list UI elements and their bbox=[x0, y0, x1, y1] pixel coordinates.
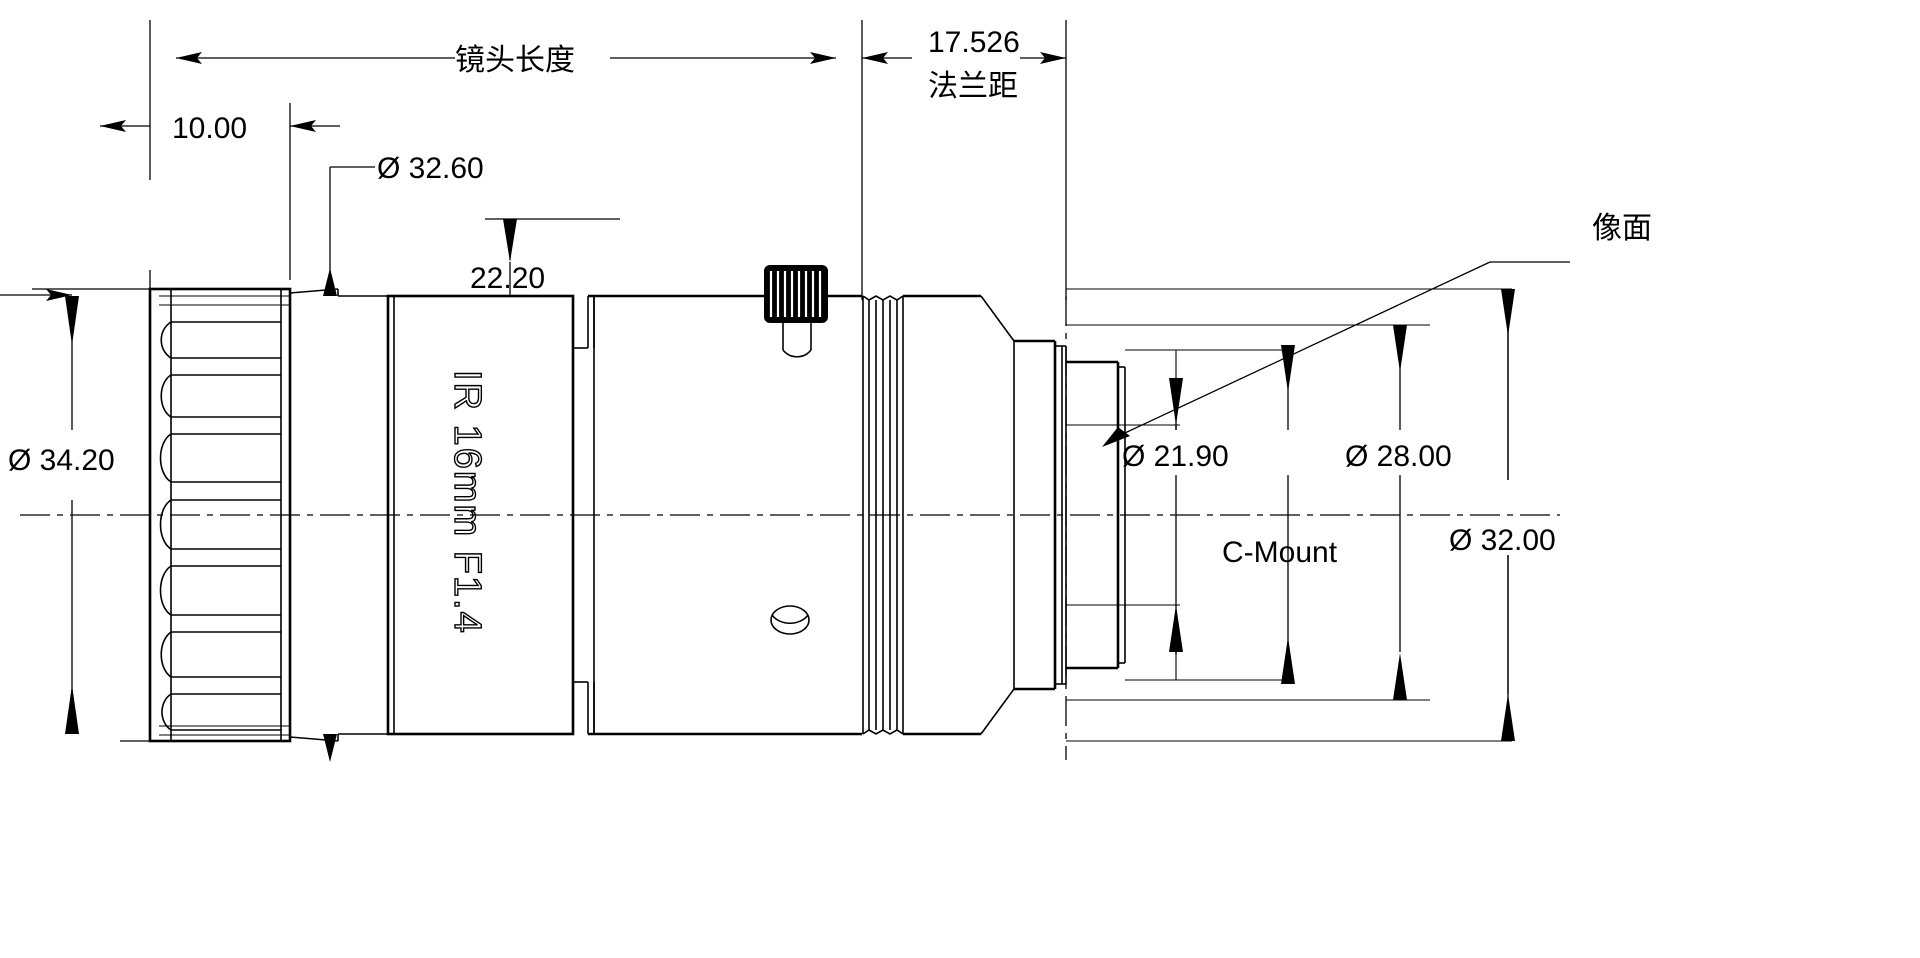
label-front-ring-width: 10.00 bbox=[172, 112, 247, 145]
label-mount-thread-diameter: Ø 28.00 bbox=[1345, 440, 1452, 473]
label-rear-body-diameter: Ø 32.00 bbox=[1449, 524, 1556, 557]
lens-body-geometry bbox=[148, 265, 1126, 743]
label-image-circle-diameter: Ø 21.90 bbox=[1122, 440, 1229, 473]
label-front-barrel-diameter: Ø 32.60 bbox=[377, 152, 484, 185]
arrowhead-3200-dn bbox=[1393, 653, 1407, 700]
label-mid-barrel-dim: 22.20 bbox=[470, 262, 545, 295]
arrowhead-down-knurl bbox=[65, 685, 79, 734]
label-image-plane: 像面 bbox=[1592, 211, 1652, 246]
index-screw bbox=[770, 605, 810, 635]
dimension-lines bbox=[0, 52, 1570, 762]
arrowhead-outer-dn bbox=[1501, 694, 1515, 741]
arrowhead-3200-up bbox=[1393, 325, 1407, 372]
thumbscrew-knob bbox=[764, 265, 828, 358]
label-mount-type: C-Mount bbox=[1222, 536, 1338, 569]
rear-barrel bbox=[903, 294, 1063, 736]
label-lens-length: 镜头长度 bbox=[455, 43, 575, 78]
knurl-flutes bbox=[159, 321, 281, 731]
front-knurled-ring bbox=[148, 287, 292, 743]
arrowhead-dia3260 bbox=[323, 268, 337, 296]
arrowhead-2800-dn bbox=[1281, 637, 1295, 684]
label-flange-value: 17.526 bbox=[928, 26, 1020, 59]
arrowhead-2800-up bbox=[1281, 345, 1295, 392]
extension-lines bbox=[32, 20, 1512, 760]
leader-image-plane bbox=[1109, 261, 1491, 441]
dimension-text-labels: 镜头长度 10.00 Ø 32.60 22.20 17.526 法兰距 Ø 34… bbox=[8, 26, 1652, 569]
barrel-engraving: IR 16mm F1.4 bbox=[446, 370, 488, 635]
arrowhead-image-plane bbox=[1102, 427, 1130, 447]
label-flange-distance: 法兰距 bbox=[928, 69, 1018, 104]
arrowhead-2190-up bbox=[1169, 378, 1183, 425]
arrowhead-2220-up bbox=[503, 219, 517, 262]
label-knurl-diameter: Ø 34.20 bbox=[8, 444, 115, 477]
aperture-body bbox=[588, 265, 904, 736]
arrowhead-outer-up bbox=[1501, 289, 1515, 336]
